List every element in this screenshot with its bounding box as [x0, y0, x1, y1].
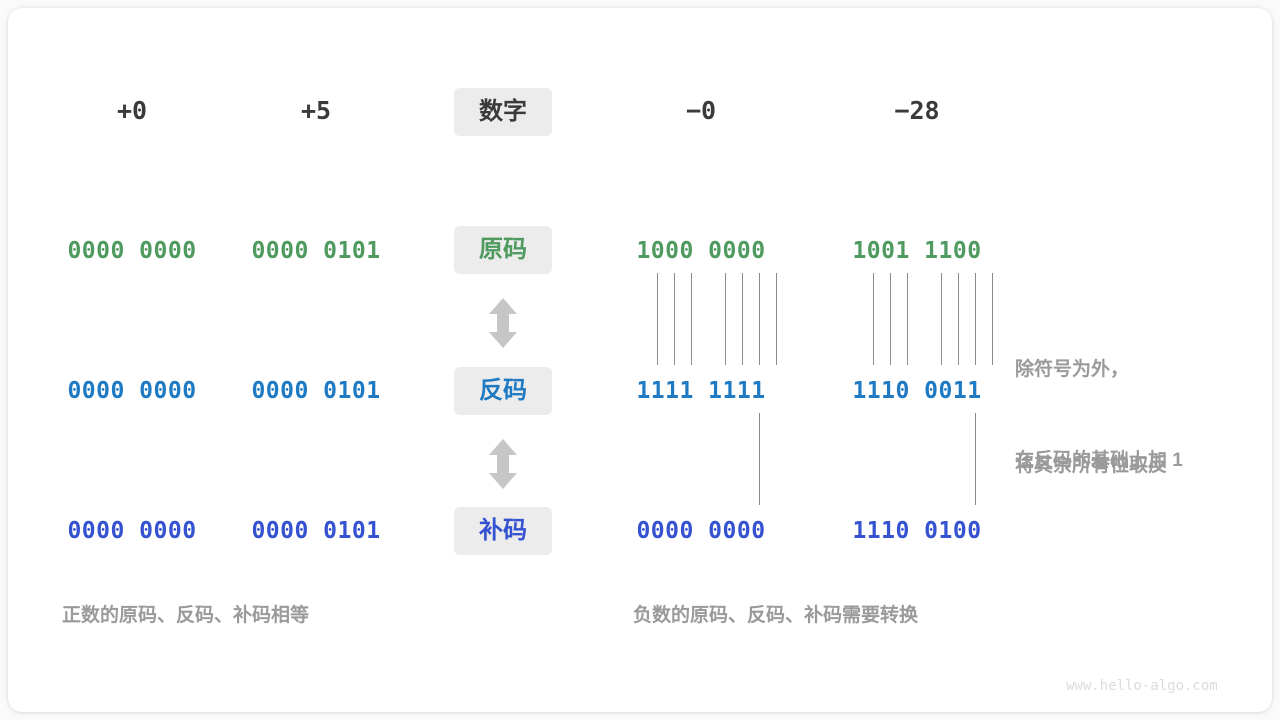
cell-true-neg28: 1001 1100 [852, 238, 982, 264]
connector-line-neg0-bit7 [759, 273, 761, 365]
caption-positive: 正数的原码、反码、补码相等 [62, 605, 310, 626]
connector-line-neg0-bit2 [657, 273, 659, 365]
column-header-neg0: −0 [685, 96, 717, 125]
transform-arrow-inverse-to-complement [486, 437, 520, 496]
row-badge-number: 数字 [454, 88, 552, 136]
connector-line-neg28-bit6 [958, 273, 960, 365]
connector-line-addone-neg0 [759, 413, 761, 505]
connector-line-neg0-bit6 [742, 273, 744, 365]
transform-arrow-true-to-inverse [486, 296, 520, 355]
connector-line-neg28-bit7 [975, 273, 977, 365]
cell-inverse-pos0: 0000 0000 [67, 378, 197, 404]
cell-complement-pos5: 0000 0101 [251, 518, 381, 544]
connector-line-neg28-bit4 [907, 273, 909, 365]
connector-line-addone-neg28 [975, 413, 977, 505]
cell-inverse-pos5: 0000 0101 [251, 378, 381, 404]
diagram-card: +0 +5 数字 −0 −28 0000 0000 0000 0101 原码 1… [8, 8, 1272, 712]
cell-inverse-neg28: 1110 0011 [852, 378, 982, 404]
cell-complement-neg28: 1110 0100 [852, 518, 982, 544]
cell-true-pos5: 0000 0101 [251, 238, 381, 264]
connector-line-neg28-bit5 [941, 273, 943, 365]
double-arrow-icon [489, 439, 517, 489]
cell-true-pos0: 0000 0000 [67, 238, 197, 264]
connector-line-neg0-bit8 [776, 273, 778, 365]
connector-line-neg28-bit2 [873, 273, 875, 365]
column-header-neg28: −28 [894, 96, 940, 125]
column-header-pos0: +0 [116, 96, 148, 125]
cell-complement-pos0: 0000 0000 [67, 518, 197, 544]
row-badge-complement-form: 补码 [454, 507, 552, 555]
note-invert-bits-line1: 除符号为外， [1015, 359, 1130, 380]
column-header-pos5: +5 [300, 96, 332, 125]
watermark: www.hello-algo.com [1066, 678, 1218, 694]
connector-line-neg0-bit5 [725, 273, 727, 365]
cell-true-neg0: 1000 0000 [636, 238, 766, 264]
cell-inverse-neg0: 1111 1111 [636, 378, 766, 404]
cell-complement-neg0: 0000 0000 [636, 518, 766, 544]
note-invert-bits-line2: 将其余所有位取反 [1015, 455, 1168, 476]
note-invert-bits: 除符号为外， 将其余所有位取反 [1015, 290, 1167, 546]
double-arrow-icon [489, 298, 517, 348]
connector-line-neg28-bit8 [992, 273, 994, 365]
connector-line-neg0-bit3 [674, 273, 676, 365]
row-badge-inverse-form: 反码 [454, 367, 552, 415]
row-badge-true-form: 原码 [454, 226, 552, 274]
caption-negative: 负数的原码、反码、补码需要转换 [633, 605, 919, 626]
connector-line-neg28-bit3 [890, 273, 892, 365]
connector-line-neg0-bit4 [691, 273, 693, 365]
note-add-one: 在反码的基础上加 1 [1015, 450, 1183, 471]
